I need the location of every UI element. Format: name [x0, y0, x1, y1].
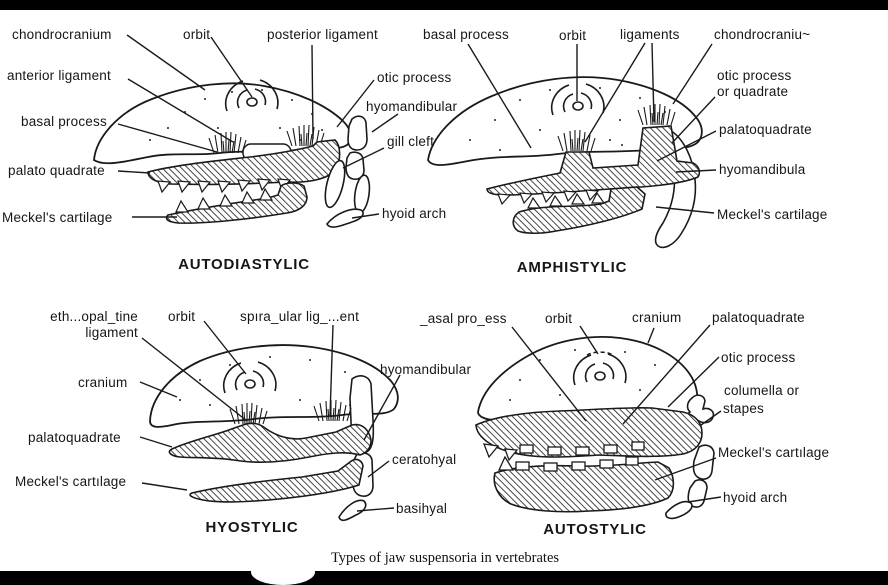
label-otic-process: otic process [377, 70, 452, 85]
label-ethmopalatine-line2: ligament [85, 325, 138, 340]
hyostylic-skull-drawing [149, 344, 399, 522]
label-ligaments: ligaments [620, 27, 680, 42]
upper-teeth [497, 189, 600, 206]
upper-teeth [157, 178, 292, 194]
label-spiracular-ligament: spıra_ular lig_...ent [240, 309, 360, 324]
label-columella-line2: stapes [723, 401, 764, 416]
cranium-outline [477, 336, 699, 421]
label-otic-process-line1: otic process [717, 68, 792, 83]
label-palatoquadrate: palatoquadrate [719, 122, 812, 137]
label-anterior-ligament: anterior ligament [7, 68, 111, 83]
panel-title-hyostylic: HYOSTYLIC [205, 519, 299, 536]
hyoid-arch-shape [326, 208, 364, 228]
label-palatoquadrate: palatoquadrate [28, 430, 121, 445]
meckels-cartilage-shape [165, 182, 308, 224]
label-ceratohyal: ceratohyal [392, 452, 457, 467]
label-cranium: cranium [78, 375, 128, 390]
label-hyomandibula: hyomandibula [719, 162, 806, 177]
label-cranium: cranium [632, 310, 682, 325]
label-meckels-cartilage: Meckel's cartilage [2, 210, 113, 225]
label-basal-process: basal process [423, 27, 509, 42]
hyoid-gill-elements [324, 115, 371, 228]
label-basihyal: basihyal [396, 501, 448, 516]
meckels-cartilage-shape [512, 186, 646, 235]
label-palato-quadrate: palato quadrate [8, 163, 105, 178]
label-palatoquadrate: palatoquadrate [712, 310, 805, 325]
upper-teeth [482, 441, 645, 462]
label-orbit: orbit [545, 311, 573, 326]
meckels-cartilage-shape [189, 458, 364, 503]
panel-title-autostylic: AUTOSTYLIC [543, 521, 647, 538]
speckle-dots [509, 349, 656, 401]
label-chondrocranium: chondrocraniu~ [714, 27, 811, 42]
autostylic-skull-drawing [475, 336, 715, 520]
scan-bar-notch [251, 559, 315, 585]
label-meckels-cartilage: Meckel's cartılage [718, 445, 830, 460]
figure-caption: Types of jaw suspensoria in vertebrates [330, 550, 560, 566]
label-hyomandibular: hyomandibular [366, 99, 458, 114]
lower-teeth [497, 455, 639, 472]
label-posterior-ligament: posterior ligament [267, 27, 378, 42]
label-hyoid-arch: hyoid arch [382, 206, 447, 221]
label-basal-process: _asal pro_ess [420, 311, 507, 326]
orbit-brow-dashes [586, 351, 614, 356]
label-basal-process: basal process [21, 114, 107, 129]
top-scan-bar [0, 0, 888, 10]
panel-title-autodiastylic: AUTODIASTYLIC [178, 256, 310, 273]
lower-teeth [175, 187, 274, 213]
label-orbit: orbit [168, 309, 196, 324]
leader-lines [117, 34, 722, 512]
autodiastylic-skull-drawing [93, 79, 371, 228]
label-meckels-cartilage: Meckel's cartilage [717, 207, 828, 222]
label-columella-line1: columella or [724, 383, 800, 398]
basihyal-shape [338, 499, 367, 522]
lower-teeth [527, 191, 606, 209]
label-ethmopalatine-line1: eth...opal_tine [50, 309, 138, 324]
label-hyoid-arch: hyoid arch [723, 490, 788, 505]
palatoquadrate-shape [168, 422, 372, 463]
label-hyomandibular: hyomandibular [380, 362, 472, 377]
label-otic-process: otic process [721, 350, 796, 365]
amphistylic-skull-drawing [427, 76, 703, 249]
bottom-scan-bar [0, 571, 888, 585]
label-otic-process-line2: or quadrate [717, 84, 789, 99]
label-orbit: orbit [559, 28, 587, 43]
label-gill-cleft: gill cleft [387, 134, 435, 149]
panel-title-amphistylic: AMPHISTYLIC [516, 259, 628, 276]
label-orbit: orbit [183, 27, 211, 42]
label-chondrocranium: chondrocranium [12, 27, 112, 42]
label-meckels-cartilage: Meckel's cartılage [15, 474, 127, 489]
